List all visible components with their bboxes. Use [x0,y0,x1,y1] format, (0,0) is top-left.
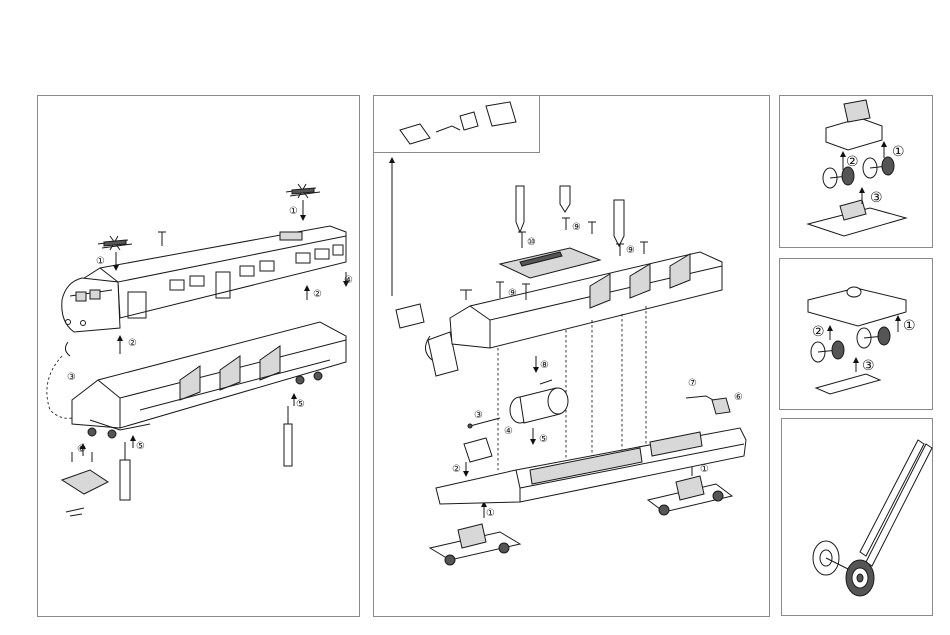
step-label: ② [313,289,322,300]
step-label: ② [812,324,825,340]
step-label: ⑨ [508,288,517,299]
step-label: ⑩ [527,237,536,248]
step-label: ① [892,144,905,160]
step-label: ⑤ [296,399,305,410]
step-label: ④ [344,275,353,286]
step-label: ② [452,464,461,475]
step-label: ⑨ [626,245,635,256]
step-label: ③ [67,372,76,383]
step-label: ⑥ [77,444,86,455]
step-label: ① [486,508,495,519]
step-label: ③ [870,190,883,206]
step-label: ③ [474,410,483,421]
step-label: ③ [862,358,875,374]
step-label: ② [128,338,137,349]
step-label: ④ [504,426,513,437]
step-label: ② [846,154,859,170]
step-label: ① [700,464,709,475]
step-label: ① [903,318,916,334]
step-label: ⑤ [539,434,548,445]
step-label: ⑨ [572,222,581,233]
panel-parts-inset [374,96,540,153]
step-label: ⑥ [734,392,743,403]
step-label: ⑧ [540,360,549,371]
step-label: ① [96,256,105,267]
step-label: ① [289,206,298,217]
step-label: ⑤ [136,441,145,452]
step-label: ⑦ [688,378,697,389]
